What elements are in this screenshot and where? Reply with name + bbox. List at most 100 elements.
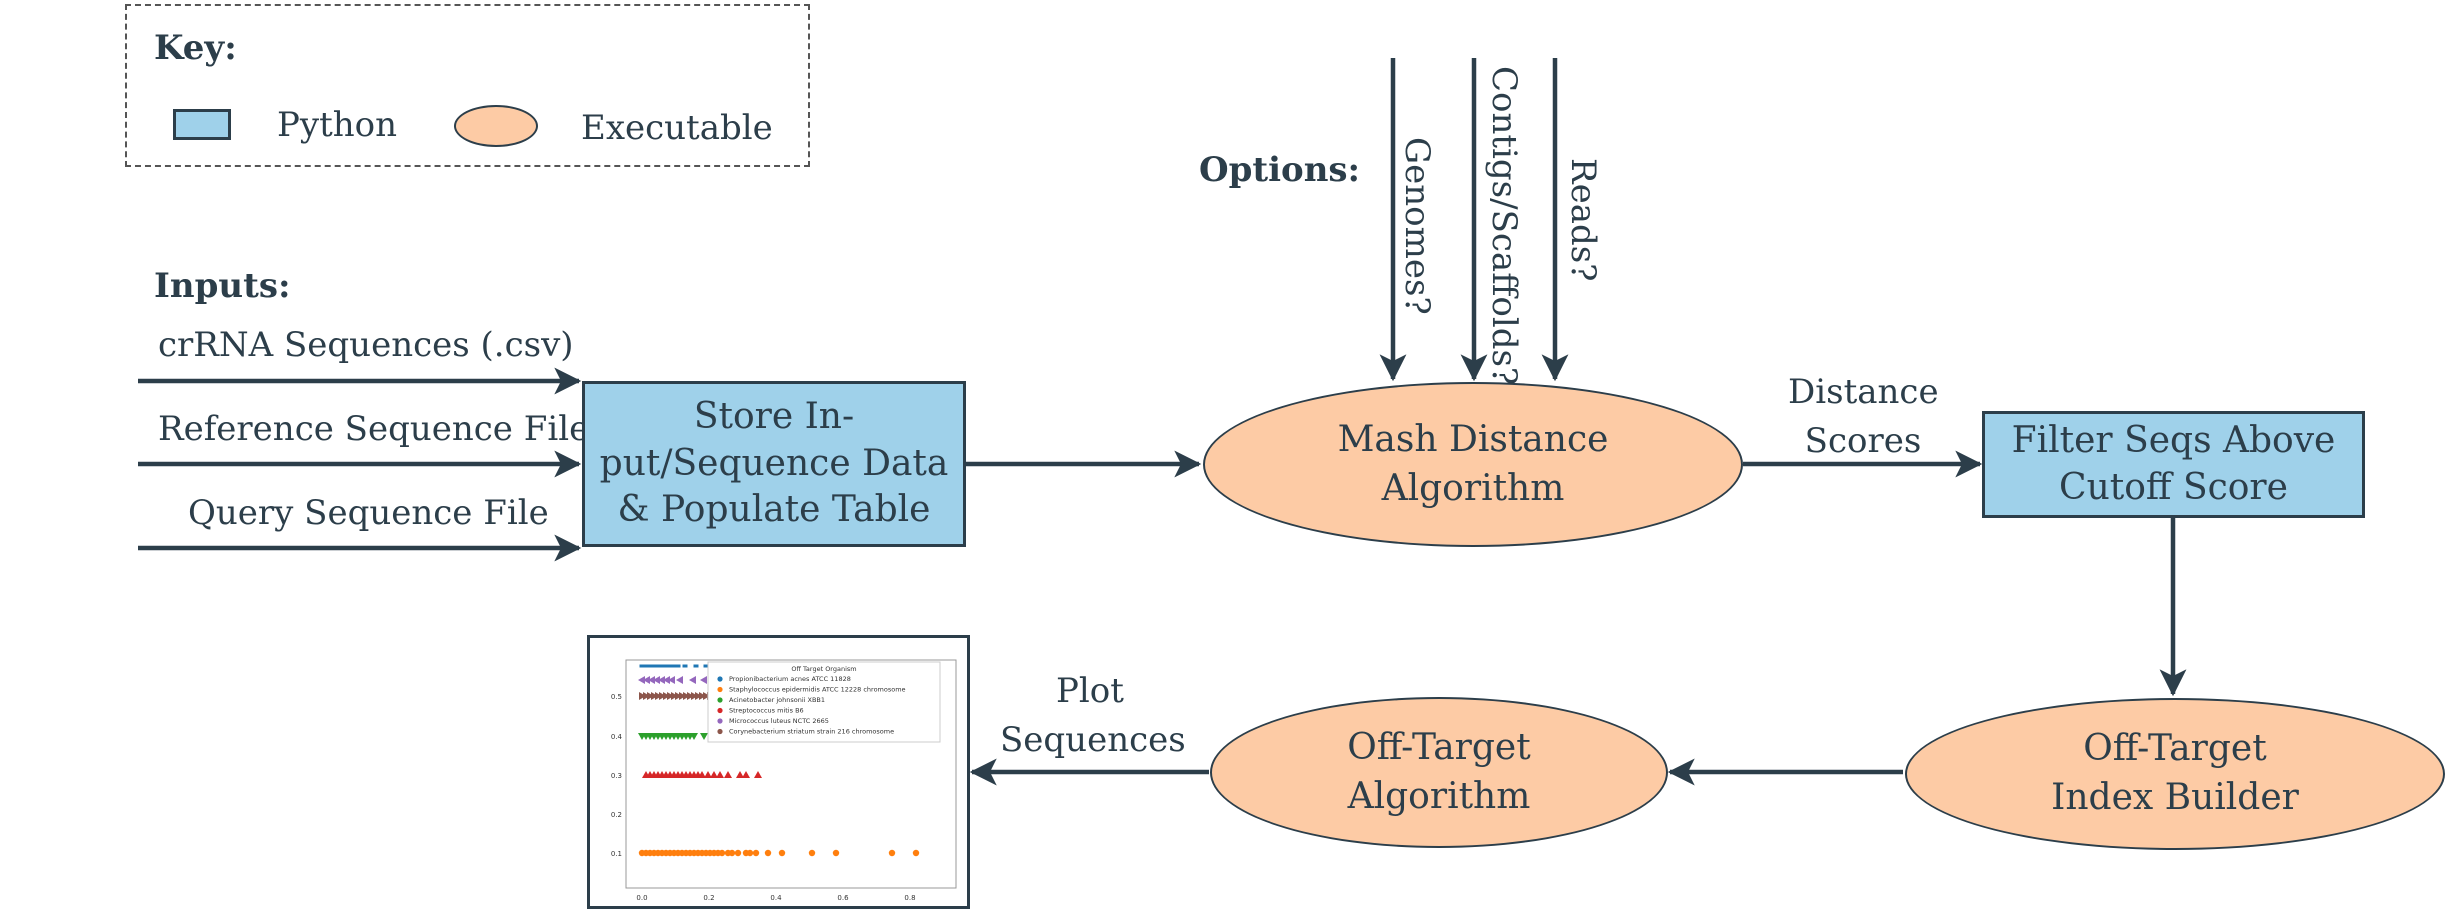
thumb-point — [655, 664, 661, 668]
store-line-2: put/Sequence Data — [599, 442, 949, 484]
thumb-point — [653, 676, 660, 684]
thumb-point — [658, 676, 665, 684]
thumb-point — [752, 849, 760, 857]
thumb-legend-marker — [717, 728, 723, 735]
thumb-point — [691, 692, 698, 700]
store-input-node: Store In- put/Sequence Data & Populate T… — [582, 381, 966, 547]
thumb-point — [638, 676, 645, 684]
input-query-label: Query Sequence File — [188, 493, 549, 533]
key-python-swatch — [173, 109, 231, 140]
thumb-point — [690, 733, 698, 740]
thumb-y-tick: 0.5 — [611, 693, 622, 701]
thumb-point — [699, 692, 706, 700]
thumb-point — [742, 771, 750, 778]
key-executable-swatch — [454, 105, 538, 147]
thumb-point — [668, 676, 675, 684]
mash-line-2: Algorithm — [1381, 467, 1565, 509]
thumb-point — [695, 692, 702, 700]
thumb-point — [704, 771, 712, 778]
thumb-point — [647, 692, 654, 700]
thumb-x-tick: 0.4 — [770, 894, 782, 902]
option-genomes-label: Genomes? — [1397, 137, 1437, 315]
thumb-x-tick: 0.6 — [837, 894, 849, 902]
options-title: Options: — [1199, 150, 1361, 190]
thumb-point — [778, 849, 786, 857]
thumb-point — [676, 676, 683, 684]
thumb-point — [764, 849, 772, 857]
thumb-legend-marker — [717, 718, 723, 724]
thumb-point — [675, 692, 682, 700]
thumb-point — [643, 692, 650, 700]
thumb-point — [736, 771, 744, 778]
thumb-x-tick: 0.2 — [703, 894, 714, 902]
thumb-point — [724, 771, 732, 778]
thumb-point — [734, 849, 742, 857]
input-reference-label: Reference Sequence File — [158, 409, 590, 449]
thumb-point — [687, 692, 694, 700]
filter-seqs-node: Filter Seqs Above Cutoff Score — [1982, 411, 2365, 518]
thumb-point — [639, 692, 646, 700]
plot-sequences-line-1: Plot — [1056, 671, 1124, 711]
thumb-point — [671, 664, 677, 668]
option-reads-label: Reads? — [1563, 158, 1603, 282]
thumb-point — [651, 664, 657, 668]
thumb-legend-marker — [717, 697, 723, 703]
thumb-point — [718, 849, 726, 857]
thumb-point — [754, 771, 762, 778]
thumb-point — [663, 664, 669, 668]
thumb-point — [888, 849, 896, 857]
thumb-point — [689, 676, 696, 684]
thumb-point — [639, 664, 645, 668]
thumb-point — [647, 664, 653, 668]
thumb-x-tick: 0.0 — [636, 894, 647, 902]
thumb-legend-label: Staphylococcus epidermidis ATCC 12228 ch… — [729, 686, 906, 694]
thumb-legend-label: Acinetobacter johnsonii XBB1 — [729, 696, 825, 704]
thumb-legend-marker — [717, 686, 723, 693]
thumb-point — [700, 733, 708, 740]
thumb-point — [667, 692, 674, 700]
thumb-y-tick: 0.1 — [611, 850, 622, 858]
mash-distance-node: Mash Distance Algorithm — [1203, 382, 1743, 547]
option-contigs-label: Contigs/Scaffolds? — [1484, 66, 1524, 386]
thumb-point — [667, 664, 673, 668]
thumb-point — [671, 692, 678, 700]
thumb-point — [683, 692, 690, 700]
thumb-y-tick: 0.4 — [611, 733, 623, 741]
mash-line-1: Mash Distance — [1337, 418, 1609, 460]
key-title: Key: — [154, 28, 237, 68]
thumb-legend-marker — [717, 707, 723, 714]
plot-sequences-line-2: Sequences — [1000, 720, 1186, 761]
index-builder-node: Off-Target Index Builder — [1905, 698, 2445, 850]
off-target-line-1: Off-Target — [1347, 726, 1531, 768]
store-line-3: & Populate Table — [617, 489, 931, 531]
thumb-x-tick: 0.8 — [904, 894, 915, 902]
thumb-y-tick: 0.3 — [611, 772, 622, 780]
thumb-point — [651, 692, 658, 700]
thumb-point — [808, 849, 816, 857]
off-target-line-2: Algorithm — [1347, 775, 1531, 817]
thumb-point — [716, 771, 724, 778]
inputs-title: Inputs: — [154, 266, 291, 306]
thumb-point — [703, 692, 710, 700]
index-builder-line-2: Index Builder — [2051, 777, 2299, 818]
thumb-point — [728, 849, 736, 857]
thumb-point — [832, 849, 840, 857]
thumb-legend-label: Streptococcus mitis B6 — [729, 707, 804, 715]
thumb-point — [643, 664, 649, 668]
thumb-point — [655, 692, 662, 700]
thumb-point — [675, 664, 681, 668]
store-line-1: Store In- — [693, 395, 855, 437]
thumb-point — [698, 771, 706, 778]
distance-scores-label: Distance Scores — [1788, 368, 1939, 467]
thumb-point — [703, 664, 709, 668]
thumb-point — [682, 664, 688, 668]
plot-sequences-label: Plot Sequences — [1000, 667, 1186, 766]
thumb-legend-label: Corynebacterium striatum strain 216 chro… — [729, 728, 894, 736]
thumb-point — [693, 664, 699, 668]
key-executable-label: Executable — [581, 108, 773, 148]
distance-scores-line-1: Distance — [1788, 372, 1939, 412]
thumb-legend-box — [707, 661, 941, 743]
